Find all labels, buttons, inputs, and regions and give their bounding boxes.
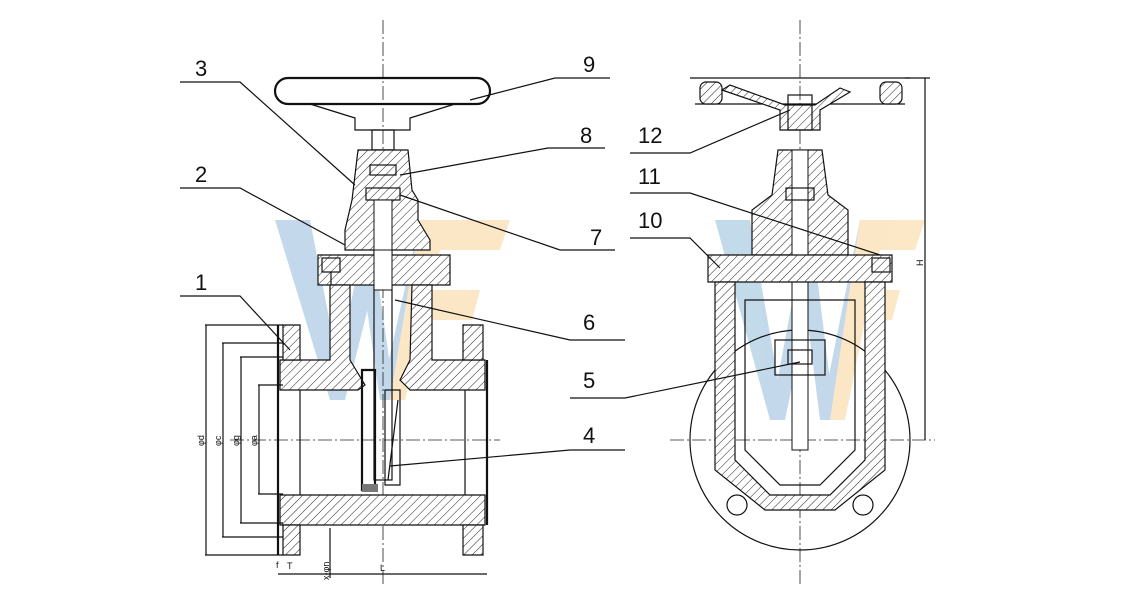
- callout-12: 12: [638, 123, 662, 148]
- callout-1: 1: [195, 270, 207, 295]
- callout-9: 9: [583, 52, 595, 77]
- callout-2: 2: [195, 162, 207, 187]
- handwheel: [273, 76, 492, 106]
- dim-H: H: [915, 260, 925, 267]
- callout-5: 5: [583, 368, 595, 393]
- part-callouts: 3 9 8 2 7 1 6 5 4 12 11 10: [180, 52, 881, 467]
- side-section-view: [670, 20, 935, 585]
- callout-3: 3: [195, 56, 207, 81]
- dim-x-phi-n: x-φn: [321, 562, 331, 580]
- dim-L: L: [380, 563, 385, 573]
- front-section-view: [230, 20, 500, 585]
- callout-10: 10: [638, 208, 662, 233]
- callout-6: 6: [583, 310, 595, 335]
- dim-f: f: [276, 560, 279, 570]
- dim-phi-a: φa: [249, 435, 259, 446]
- dim-phi-d: φd: [196, 435, 206, 446]
- callout-11: 11: [638, 164, 661, 189]
- dim-phi-c: φc: [213, 435, 223, 446]
- dim-T: T: [287, 561, 293, 571]
- dim-phi-g: φg: [231, 435, 241, 446]
- callout-4: 4: [583, 423, 595, 448]
- callout-7: 7: [590, 225, 602, 250]
- callout-8: 8: [580, 123, 592, 148]
